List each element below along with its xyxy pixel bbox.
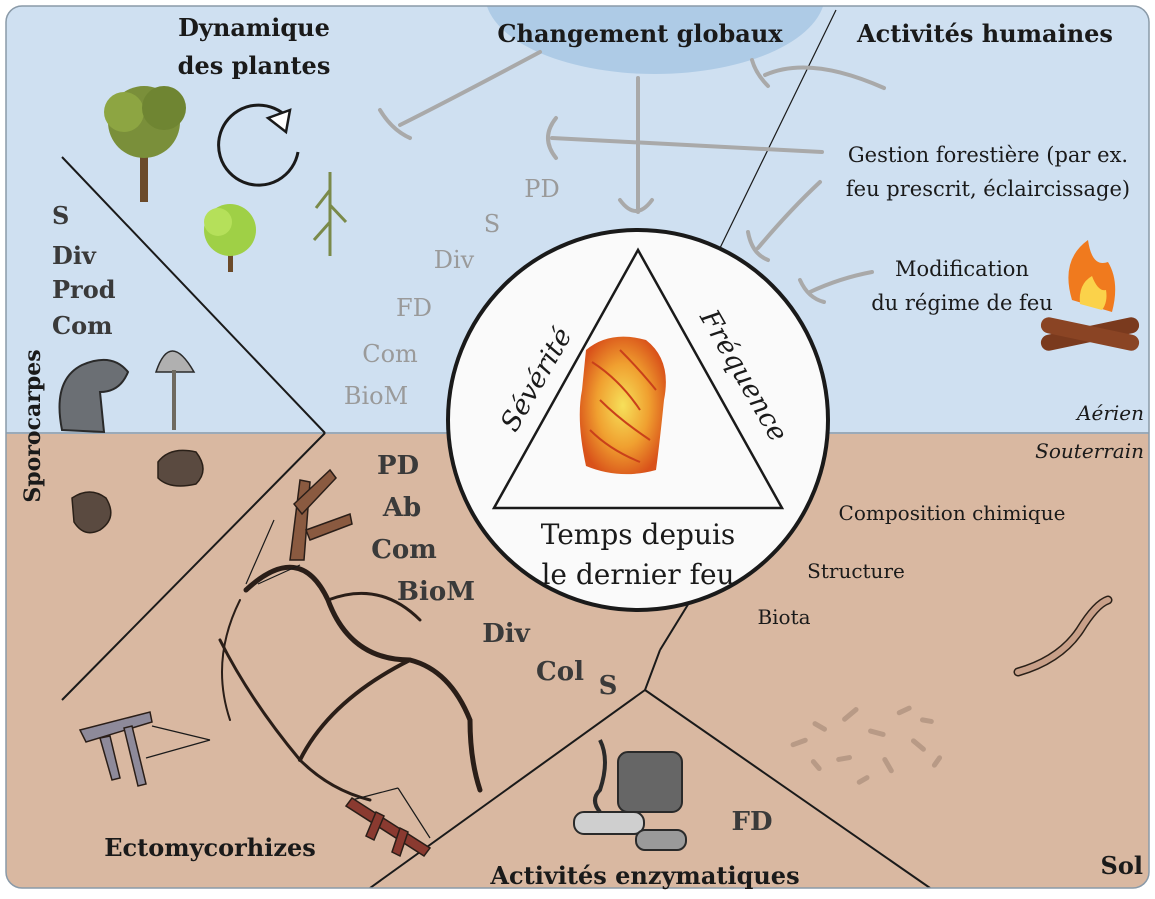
plant-dynamics-title-line1: Dynamique xyxy=(178,13,330,42)
fire-regime-change-line1: Modification xyxy=(895,257,1029,281)
ecto-metric-pd: PD xyxy=(377,451,419,481)
fire-regime-change-line2: du régime de feu xyxy=(871,291,1053,315)
ecto-metric-com: Com xyxy=(371,535,437,565)
ecto-metric-biom: BioM xyxy=(397,577,475,607)
above-metric-s: S xyxy=(484,210,500,238)
human-activities-title: Activités humaines xyxy=(856,19,1113,48)
soil-label: Sol xyxy=(1101,851,1143,880)
ecto-metric-ab: Ab xyxy=(382,493,421,523)
above-metric-fd: FD xyxy=(396,294,432,322)
fire-texture-icon xyxy=(580,337,666,475)
ectomycorrhiza-label: Ectomycorhizes xyxy=(104,833,316,862)
aerial-label: Aérien xyxy=(1075,401,1144,425)
above-metric-pd: PD xyxy=(524,175,559,203)
ecto-metric-div: Div xyxy=(482,619,530,649)
soil-chemistry-label: Composition chimique xyxy=(839,501,1066,525)
underground-label: Souterrain xyxy=(1035,439,1144,463)
forest-management-line1: Gestion forestière (par ex. xyxy=(848,143,1128,167)
sporocarp-metric-div: Div xyxy=(52,241,97,270)
ecto-metric-s: S xyxy=(599,671,618,701)
time-since-fire-line1: Temps depuis xyxy=(541,518,736,551)
sporocarp-metric-prod: Prod xyxy=(52,275,116,304)
above-metric-com: Com xyxy=(362,340,418,368)
forest-management-line2: feu prescrit, éclaircissage) xyxy=(846,177,1130,201)
plant-dynamics-title-line2: des plantes xyxy=(178,51,331,80)
above-metric-biom: BioM xyxy=(344,382,408,410)
enzymatic-activities-label: Activités enzymatiques xyxy=(489,861,799,890)
soil-biota-label: Biota xyxy=(757,605,810,629)
time-since-fire-line2: le dernier feu xyxy=(541,558,734,591)
sporocarp-metric-com: Com xyxy=(52,311,113,340)
ecto-metric-col: Col xyxy=(536,657,584,687)
enzyme-metric-fd: FD xyxy=(731,807,772,837)
global-change-title: Changement globaux xyxy=(497,19,783,48)
soil-structure-label: Structure xyxy=(807,559,905,583)
sporocarps-label: Sporocarpes xyxy=(20,349,46,502)
sporocarp-metric-s: S xyxy=(52,201,69,230)
above-metric-div: Div xyxy=(434,246,475,274)
